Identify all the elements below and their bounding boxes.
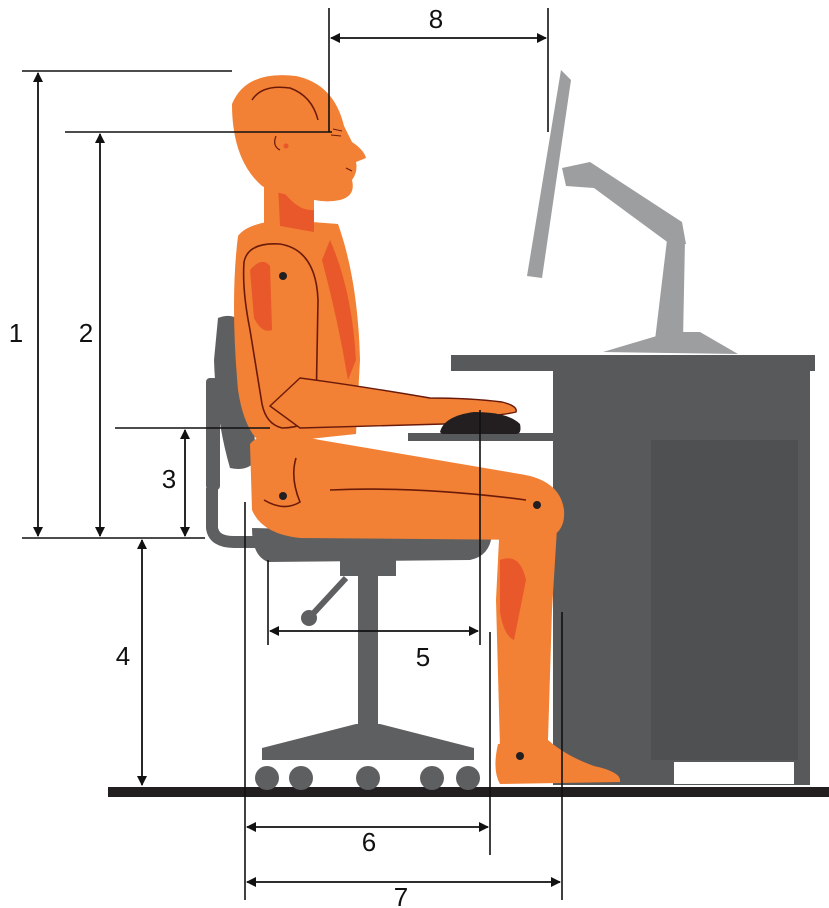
label-1: 1 <box>9 318 23 348</box>
chair-casters <box>255 766 480 790</box>
label-2: 2 <box>79 318 93 348</box>
monitor <box>527 70 738 354</box>
label-3: 3 <box>162 464 176 494</box>
label-4: 4 <box>116 641 130 671</box>
label-7: 7 <box>394 882 408 908</box>
label-6: 6 <box>362 827 376 857</box>
label-8: 8 <box>429 4 443 34</box>
label-5: 5 <box>416 642 430 672</box>
